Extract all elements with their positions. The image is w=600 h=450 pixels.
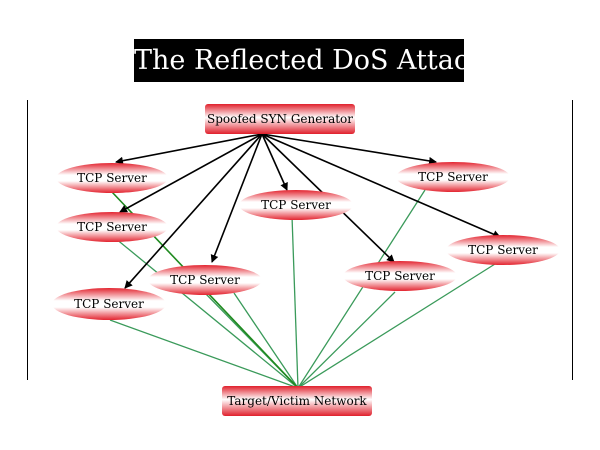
diagram-title: The Reflected DoS Attacks bbox=[134, 39, 499, 82]
attack-arrow bbox=[119, 133, 263, 213]
target-victim-network-node: Target/Victim Network bbox=[222, 386, 372, 416]
tcp-server-node: TCP Server bbox=[148, 265, 262, 295]
tcp-server-node: TCP Server bbox=[343, 261, 457, 291]
generator-label: Spoofed SYN Generator bbox=[207, 112, 353, 126]
tcp-server-label: TCP Server bbox=[74, 297, 144, 311]
attack-arrows bbox=[115, 133, 501, 289]
attack-arrow bbox=[261, 133, 437, 165]
attack-arrow bbox=[210, 133, 263, 263]
victim-label: Target/Victim Network bbox=[227, 394, 367, 408]
tcp-server-node: TCP Server bbox=[396, 162, 510, 192]
tcp-server-node: TCP Server bbox=[52, 288, 166, 320]
reflection-line bbox=[297, 291, 396, 389]
attack-arrow bbox=[124, 133, 263, 289]
attack-arrow bbox=[261, 133, 501, 238]
spoofed-syn-generator-node: Spoofed SYN Generator bbox=[205, 104, 355, 134]
tcp-server-label: TCP Server bbox=[170, 273, 240, 287]
tcp-server-label: TCP Server bbox=[418, 170, 488, 184]
tcp-server-label: TCP Server bbox=[365, 269, 435, 283]
attack-arrow bbox=[261, 133, 288, 191]
attack-arrow bbox=[115, 133, 263, 165]
reflection-line bbox=[233, 292, 299, 389]
tcp-server-label: TCP Server bbox=[468, 243, 538, 257]
tcp-server-node: TCP Server bbox=[56, 163, 168, 193]
tcp-server-label: TCP Server bbox=[77, 220, 147, 234]
tcp-server-node: TCP Server bbox=[446, 235, 560, 265]
tcp-server-label: TCP Server bbox=[261, 198, 331, 212]
reflection-line bbox=[109, 319, 299, 389]
reflection-line bbox=[297, 263, 496, 389]
reflection-line bbox=[114, 237, 299, 389]
tcp-server-label: TCP Server bbox=[77, 171, 147, 185]
reflection-line bbox=[291, 215, 299, 389]
tcp-server-node: TCP Server bbox=[239, 190, 353, 220]
reflection-line bbox=[297, 189, 426, 389]
tcp-server-node: TCP Server bbox=[56, 212, 168, 242]
left-border-line bbox=[27, 100, 28, 380]
right-border-line bbox=[572, 100, 573, 380]
